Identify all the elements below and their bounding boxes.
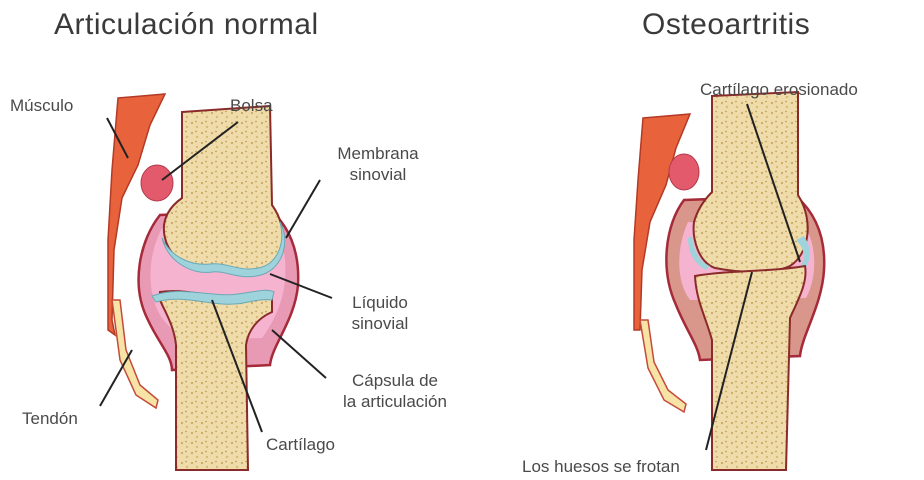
label-bolsa: Bolsa: [230, 95, 273, 116]
label-musculo: Músculo: [10, 95, 73, 116]
leader-membrana: [286, 180, 320, 238]
oa-bursa-shape: [669, 154, 699, 190]
label-liquido-line2: sinovial: [320, 313, 440, 334]
normal-joint-illustration: [100, 94, 332, 470]
osteoarthritis-joint-illustration: [634, 92, 824, 470]
label-liquido-sinovial: Líquido sinovial: [320, 292, 440, 334]
leader-tendon: [100, 350, 132, 406]
label-huesos-frotan: Los huesos se frotan: [522, 456, 680, 477]
label-capsula-line1: Cápsula de: [320, 370, 470, 391]
lower-bone-shape: [160, 291, 272, 470]
bursa-shape: [141, 165, 173, 201]
label-cartilago-erosionado: Cartílago erosionado: [700, 79, 858, 100]
label-membrana-sinovial: Membrana sinovial: [318, 143, 438, 185]
upper-bone-shape: [164, 106, 283, 275]
label-cartilago: Cartílago: [266, 434, 335, 455]
label-liquido-line1: Líquido: [320, 292, 440, 313]
leader-capsula: [272, 330, 326, 378]
label-membrana-line1: Membrana: [318, 143, 438, 164]
oa-upper-bone-shape: [694, 92, 808, 272]
label-tendon: Tendón: [22, 408, 78, 429]
label-capsula-articulacion: Cápsula de la articulación: [320, 370, 470, 412]
oa-tendon-shape: [640, 320, 686, 412]
label-capsula-line2: la articulación: [320, 391, 470, 412]
oa-lower-bone-shape: [695, 266, 806, 470]
label-membrana-line2: sinovial: [318, 164, 438, 185]
